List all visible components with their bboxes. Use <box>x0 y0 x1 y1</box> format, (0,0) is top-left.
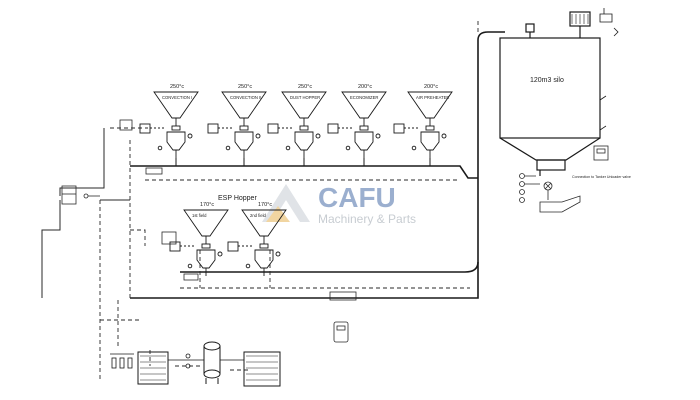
silo-outlet <box>536 159 566 171</box>
hopper-1-name: CONVECTION I <box>162 95 192 100</box>
hopper-1-body <box>153 91 199 119</box>
esp-field-1-temp: 170°c <box>200 202 214 208</box>
hopper-3-pump-vessel-icon <box>294 131 314 151</box>
esp-field-1-body <box>183 209 229 237</box>
left-control-box-icon <box>119 119 133 131</box>
hopper-1-pump-vessel-icon <box>166 131 186 151</box>
esp-field-1-pump-vessel-icon <box>196 249 216 269</box>
silo <box>499 8 619 176</box>
watermark: CAFU Machinery & Parts <box>262 182 416 226</box>
watermark-brand: CAFU <box>318 182 396 213</box>
silo-cone <box>499 137 601 161</box>
hopper-2-body <box>221 91 267 119</box>
main-pipelines <box>130 31 505 299</box>
esp-title: ESP Hopper <box>218 195 257 202</box>
silo-body <box>499 37 601 139</box>
silo-label: 120m3 silo <box>530 77 564 84</box>
hopper-2-control-box-icon <box>207 123 219 134</box>
hopper-3-body <box>281 91 327 119</box>
hopper-5-temp: 200°c <box>424 84 438 90</box>
hopper-4-pump-vessel-icon <box>354 131 374 151</box>
esp-field-1-valve-icon <box>201 243 211 249</box>
hopper-1-valve-icon <box>171 125 181 131</box>
hopper-1-control-box-icon <box>139 123 151 134</box>
esp-group: ESP Hopper 170°c 1st field 170°c 2nd field <box>169 195 287 276</box>
hopper-5-pump-vessel-icon <box>420 131 440 151</box>
esp-bottom-valve-icon <box>183 273 199 281</box>
compressor-station <box>110 341 281 387</box>
hopper-4-control-box-icon <box>327 123 339 134</box>
hopper-2-valve-icon <box>239 125 249 131</box>
hopper-4-body <box>341 91 387 119</box>
compressor-2-icon <box>243 351 281 387</box>
esp-field-2-temp: 170°c <box>258 202 272 208</box>
hopper-4-temp: 200°c <box>358 84 372 90</box>
silo-instruments <box>519 145 609 213</box>
hopper-4-name: ECONOMIZER <box>350 95 378 100</box>
hopper-3-control-box-icon <box>267 123 279 134</box>
hopper-1-temp: 250°c <box>170 84 184 90</box>
hopper-5-body <box>407 91 453 119</box>
esp-field-2-control-box-icon <box>227 241 239 252</box>
hopper-5-control-box-icon <box>393 123 405 134</box>
air-lines <box>99 20 479 380</box>
air-receiver-tag-icon <box>145 167 163 175</box>
compressor-1-icon <box>137 351 169 385</box>
air-filter-icon <box>61 185 77 205</box>
silo-connection-note: Connection to Tanker Unloader valve <box>572 175 631 179</box>
left-instruments <box>61 119 357 343</box>
esp-field-1-control-box-icon <box>169 241 181 252</box>
cafu-logo-icon <box>262 184 310 222</box>
left-feed-line <box>41 128 130 298</box>
hopper-2-pump-vessel-icon <box>234 131 254 151</box>
esp-field-2-name: 2nd field <box>250 213 267 218</box>
watermark-tagline: Machinery & Parts <box>318 212 416 226</box>
silo-control-panel-icon <box>593 145 609 161</box>
standalone-panel-icon <box>333 321 349 343</box>
hopper-3-temp: 250°c <box>298 84 312 90</box>
esp-hoppers: 170°c 1st field 170°c 2nd field <box>169 202 287 276</box>
silo-unloading-spout-icon <box>539 195 581 213</box>
hopper-2-name: CONVECTION II <box>230 95 261 100</box>
esp-field-2: 170°c 2nd field <box>227 202 287 276</box>
esp-field-1: 170°c 1st field <box>169 202 229 276</box>
esp-field-2-pump-vessel-icon <box>254 249 274 269</box>
hopper-5-valve-icon <box>425 125 435 131</box>
dryer-filters-icon <box>110 353 191 369</box>
esp-field-2-body <box>241 209 287 237</box>
mid-control-box-icon <box>161 231 177 245</box>
air-tank-icon <box>203 341 221 384</box>
silo-relief-valve-icon <box>525 23 535 33</box>
esp-line-valve-icon <box>329 291 357 301</box>
esp-field-2-valve-icon <box>259 243 269 249</box>
hopper-3-valve-icon <box>299 125 309 131</box>
esp-field-1-name: 1st field <box>192 213 207 218</box>
hopper-3-name: DUST HOPPER <box>290 95 320 100</box>
hopper-2-temp: 250°c <box>238 84 252 90</box>
hopper-4-valve-icon <box>359 125 369 131</box>
hopper-5-name: AIR PREHEATER <box>416 95 449 100</box>
